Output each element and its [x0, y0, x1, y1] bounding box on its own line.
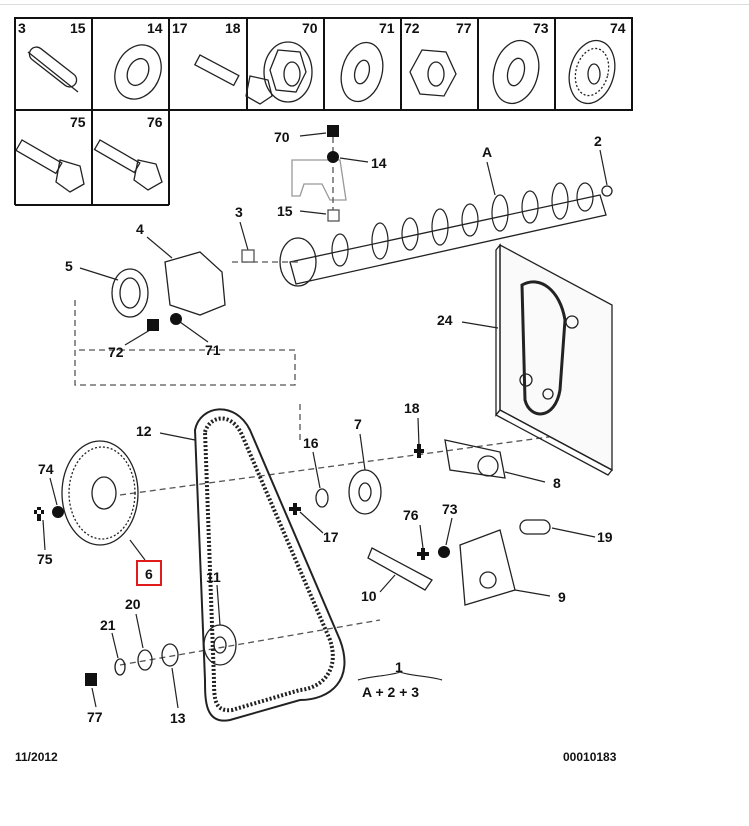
clip-washer-icon [114, 44, 162, 100]
callout-15: 15 [277, 203, 293, 219]
fastener-symbols [34, 125, 450, 686]
seal-ring [601, 185, 613, 197]
kit-contents: A + 2 + 3 [362, 684, 420, 700]
callout-12: 12 [136, 423, 152, 439]
footer-date: 11/2012 [15, 750, 58, 764]
circle-symbol-74 [52, 506, 64, 518]
serrated-washer-icon [568, 39, 616, 105]
circle-symbol-71 [170, 313, 182, 325]
circle-symbol-14 [327, 151, 339, 163]
camshaft-sprocket [61, 440, 139, 546]
callout-19: 19 [597, 529, 613, 545]
washer-21 [114, 658, 126, 676]
callout-17: 17 [323, 529, 339, 545]
top-divider [0, 4, 749, 5]
legend-grid [14, 17, 633, 206]
flange-bolt-icon [93, 139, 163, 191]
belt-diagram-inset [495, 243, 613, 476]
sleeve-19 [519, 519, 551, 535]
callout-14: 14 [371, 155, 387, 171]
callout-13: 13 [170, 710, 186, 726]
legend-num: 15 [70, 20, 86, 36]
square-outline-15 [327, 209, 340, 222]
cross-symbol-18 [414, 444, 424, 458]
hex-nut-icon [409, 49, 457, 97]
callout-76: 76 [403, 507, 419, 523]
hex-bolt-icon [15, 139, 85, 193]
idler-roller-11 [203, 624, 237, 666]
timing-belt [193, 408, 346, 722]
footer-reference: 00010183 [563, 750, 617, 764]
tensioner-8 [444, 439, 506, 479]
highlight-box [136, 560, 162, 586]
flat-washer-icon [340, 41, 384, 103]
cross-symbol-17 [289, 503, 301, 515]
legend-num: 3 [18, 20, 26, 36]
legend-num: 14 [147, 20, 163, 36]
callout-16: 16 [303, 435, 319, 451]
legend-num: 18 [225, 20, 241, 36]
stud-10 [367, 547, 433, 591]
legend-num: 71 [379, 20, 395, 36]
square-symbol-70 [327, 125, 339, 137]
legend-num: 74 [610, 20, 626, 36]
callout-11: 11 [206, 569, 221, 585]
callout-73: 73 [442, 501, 458, 517]
legend-num: 75 [70, 114, 86, 130]
cross-symbol-75 [34, 507, 44, 521]
flange-bolt-icon [193, 54, 273, 105]
callout-A: A [482, 144, 493, 160]
callout-21: 21 [100, 617, 116, 633]
square-outline-3 [241, 249, 255, 263]
callout-6[interactable]: 6 [145, 566, 153, 582]
tensioner-roller [348, 469, 382, 515]
oil-seal [111, 268, 149, 318]
bearing-housing [164, 251, 226, 316]
callout-4: 4 [136, 221, 144, 237]
bearing-cap [291, 159, 347, 201]
legend-num: 17 [172, 20, 188, 36]
kit-number: 1 [395, 659, 403, 675]
leader-lines [42, 132, 608, 709]
flange-nut-icon [263, 41, 313, 103]
callout-74: 74 [38, 461, 54, 477]
spacer-13 [161, 643, 179, 667]
callout-3: 3 [235, 204, 243, 220]
callout-10: 10 [361, 588, 377, 604]
washer-20 [137, 649, 153, 671]
callout-2: 2 [594, 133, 602, 149]
callout-8: 8 [553, 475, 561, 491]
washer-icon [492, 39, 540, 105]
cross-symbol-76 [417, 548, 429, 560]
legend-num: 77 [456, 20, 472, 36]
callout-77: 77 [87, 709, 103, 725]
callout-18: 18 [404, 400, 420, 416]
callout-20: 20 [125, 596, 141, 612]
callout-71: 71 [205, 342, 221, 358]
pin-icon [27, 46, 79, 93]
spacer-16 [315, 488, 329, 508]
callout-5: 5 [65, 258, 73, 274]
guide-lines [74, 137, 601, 666]
legend-num: 70 [302, 20, 318, 36]
bracket-9 [459, 529, 516, 606]
legend-num: 73 [533, 20, 549, 36]
circle-symbol-73 [438, 546, 450, 558]
square-symbol-72 [147, 319, 159, 331]
callout-70: 70 [274, 129, 290, 145]
legend-num: 76 [147, 114, 163, 130]
square-symbol-77 [85, 673, 97, 686]
legend-num: 72 [404, 20, 420, 36]
callout-72: 72 [108, 344, 124, 360]
callout-7: 7 [354, 416, 362, 432]
callout-9: 9 [558, 589, 566, 605]
camshaft [279, 182, 613, 287]
callout-75: 75 [37, 551, 53, 567]
callout-24: 24 [437, 312, 453, 328]
